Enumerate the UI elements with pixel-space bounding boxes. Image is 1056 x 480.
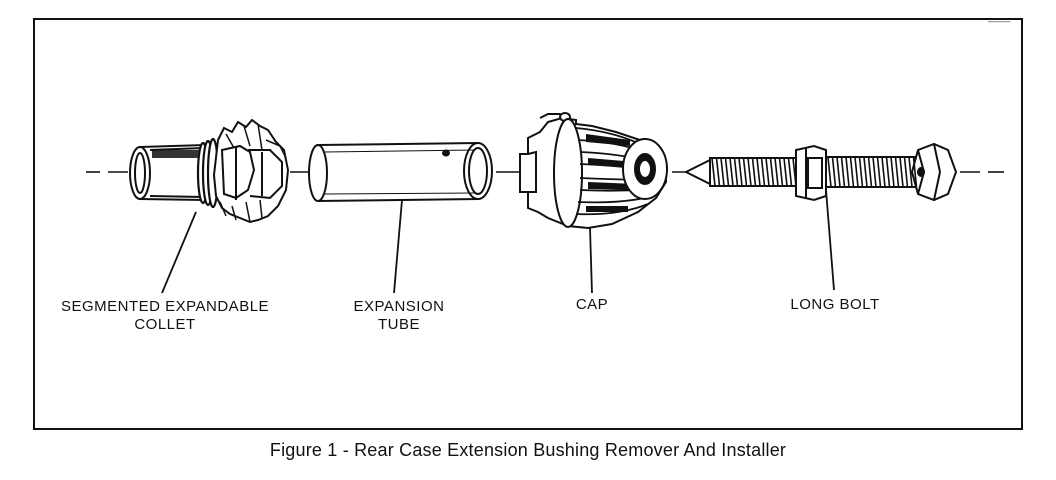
segmented-expandable-collet — [129, 118, 290, 224]
tube-label-line1: EXPANSION — [353, 298, 445, 315]
bolt-thread — [720, 157, 725, 187]
bolt-thread — [751, 157, 757, 187]
bolt-thread — [742, 157, 748, 187]
bolt-thread — [903, 156, 909, 188]
cap — [519, 112, 668, 230]
bolt-thread — [831, 156, 837, 188]
bolt-thread — [774, 157, 779, 187]
bolt-thread — [867, 156, 873, 188]
bolt-thread — [787, 157, 793, 187]
bolt-thread — [899, 156, 904, 188]
bolt-thread — [908, 156, 913, 188]
leader-line-collet — [161, 211, 197, 294]
bolt-thread — [747, 157, 752, 187]
corner-mark: ____ — [988, 12, 1011, 23]
bolt-thread — [778, 157, 784, 187]
bolt-thread — [711, 157, 716, 187]
bolt-thread — [733, 157, 739, 187]
bolt-thread — [912, 156, 918, 188]
bolt-thread — [765, 157, 770, 187]
tube-label-line2: TUBE — [377, 316, 420, 333]
cap-label: CAP — [575, 296, 609, 313]
collet-label-line1: SEGMENTED EXPANDABLE — [60, 298, 270, 315]
bolt-thread — [872, 156, 877, 188]
leader-line-cap — [589, 227, 593, 294]
collet-label: SEGMENTED EXPANDABLE COLLET — [40, 298, 290, 334]
leader-lines — [161, 189, 835, 294]
bolt-thread — [827, 156, 832, 188]
bolt-thread — [783, 157, 788, 187]
figure-caption: Figure 1 - Rear Case Extension Bushing R… — [269, 440, 787, 460]
bolt-thread — [858, 156, 864, 188]
bolt-thread — [738, 157, 743, 187]
bolt-thread — [836, 156, 841, 188]
bolt-thread — [890, 156, 895, 188]
bolt-thread — [849, 156, 855, 188]
expansion-tube — [308, 141, 493, 203]
bolt-thread — [760, 157, 766, 187]
bolt-thread — [881, 156, 886, 188]
bolt-thread — [792, 157, 797, 187]
leader-line-tube — [393, 199, 403, 294]
leader-line-bolt — [825, 189, 835, 291]
bolt-thread — [863, 156, 868, 188]
bolt-thread — [769, 157, 775, 187]
bolt-thread — [756, 157, 761, 187]
long-bolt — [683, 142, 958, 202]
bolt-thread — [724, 157, 730, 187]
bolt-thread — [840, 156, 846, 188]
bolt-thread — [729, 157, 734, 187]
bolt-thread — [854, 156, 859, 188]
collet-label-line2: COLLET — [134, 316, 196, 333]
bolt-thread — [845, 156, 850, 188]
bolt-thread — [894, 156, 900, 188]
tube-label: EXPANSION TUBE — [334, 298, 464, 334]
bolt-thread — [876, 156, 882, 188]
bolt-thread — [715, 157, 721, 187]
figure-frame — [33, 18, 1023, 430]
bolt-label: LONG BOLT — [790, 296, 880, 313]
bolt-thread — [885, 156, 891, 188]
